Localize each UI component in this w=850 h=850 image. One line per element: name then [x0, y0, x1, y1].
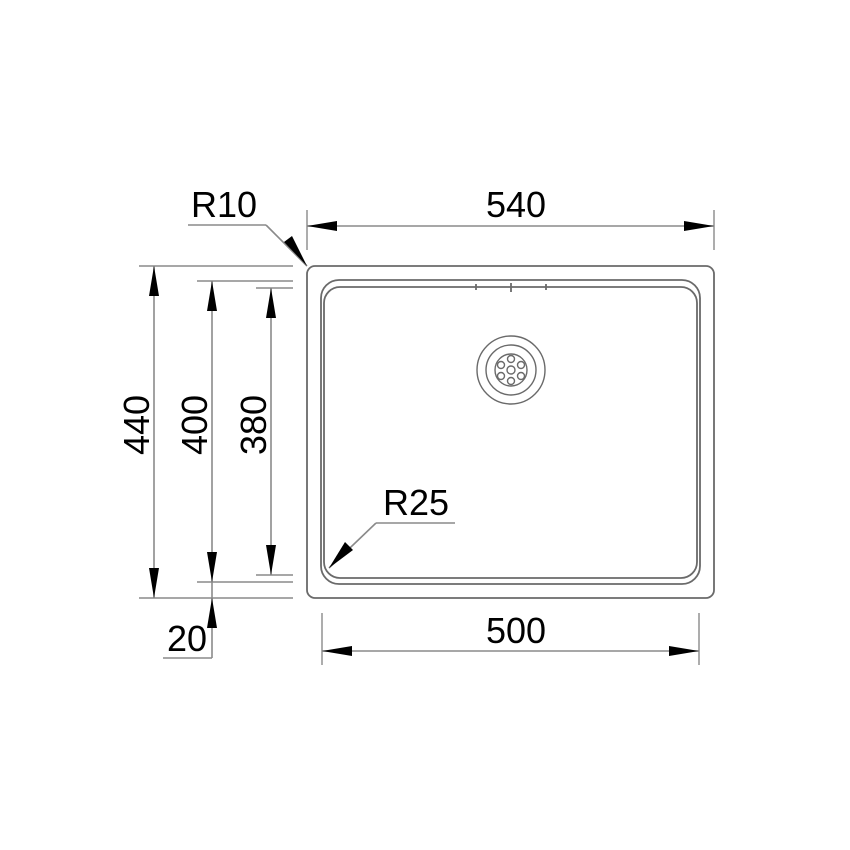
- dimension-bowl-radius: R25: [328, 482, 455, 569]
- sink-outline: [306, 265, 715, 599]
- dimension-front-offset: 20: [163, 618, 212, 659]
- label-400: 400: [174, 395, 215, 455]
- dimension-bowl-depth: 380: [233, 288, 276, 575]
- label-r25: R25: [383, 482, 449, 523]
- outer-frame: [306, 265, 715, 599]
- left-extension-lines: [139, 265, 293, 599]
- label-500: 500: [486, 610, 546, 651]
- dimension-overall-depth: 440: [116, 266, 159, 598]
- bowl-inner: [323, 286, 698, 579]
- label-380: 380: [233, 395, 274, 455]
- label-440: 440: [116, 395, 157, 455]
- label-r10: R10: [191, 184, 257, 225]
- label-540: 540: [486, 184, 546, 225]
- dimension-overall-width: 540: [306, 184, 715, 250]
- dimension-rim-depth: 400: [174, 281, 217, 658]
- label-20: 20: [167, 618, 207, 659]
- bowl-rim: [320, 279, 701, 585]
- drain-icon: [476, 335, 546, 405]
- dimension-bowl-width: 500: [321, 610, 700, 665]
- dimension-outer-radius: R10: [188, 184, 308, 267]
